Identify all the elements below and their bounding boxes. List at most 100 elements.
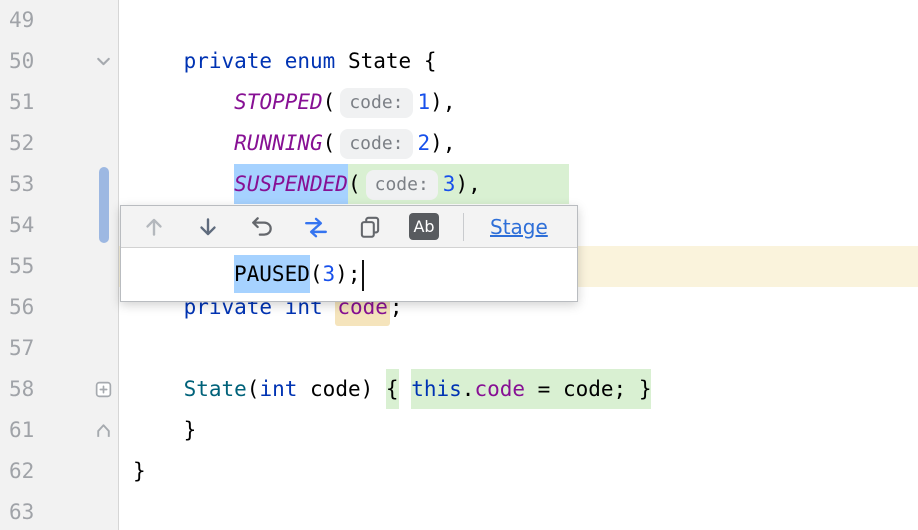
move-down-icon (195, 214, 221, 240)
line-number[interactable]: 51 (0, 82, 88, 123)
code-token (133, 131, 234, 155)
code-token: this.code = code; } (411, 369, 652, 409)
code-text: State(int code) { this.code = code; } (119, 369, 918, 410)
code-text (119, 492, 918, 530)
code-text: SUSPENDED(code:3), (119, 164, 918, 205)
line-number[interactable]: 50 (0, 41, 88, 82)
fold-plus-icon[interactable] (94, 380, 113, 399)
code-text: STOPPED(code:1), (119, 82, 918, 123)
code-line[interactable]: 63 (0, 492, 918, 530)
code-token: } (133, 459, 146, 483)
code-text: private enum State { (119, 41, 918, 82)
code-text: } (119, 451, 918, 492)
code-token: 3 (442, 172, 456, 196)
code-token: SUSPENDED (234, 164, 348, 204)
apply-changes-icon (303, 214, 329, 240)
move-up-button[interactable] (137, 211, 171, 243)
code-token: ), (430, 131, 456, 155)
code-token: int (259, 377, 298, 401)
code-line[interactable]: 57 (0, 328, 918, 369)
toolbar-separator (463, 212, 464, 241)
code-token: { (385, 377, 399, 401)
code-token (133, 49, 184, 73)
code-line[interactable]: 58 State(int code) { this.code = code; } (0, 369, 918, 410)
gutter-cell (88, 82, 119, 123)
move-down-button[interactable] (191, 211, 225, 243)
code-token: ( (347, 172, 361, 196)
gutter-cell (88, 369, 119, 410)
code-token: = code; } (525, 377, 652, 401)
line-number[interactable]: 58 (0, 369, 88, 410)
code-text (119, 328, 918, 369)
line-number[interactable]: 63 (0, 492, 88, 530)
apply-changes-button[interactable] (299, 211, 333, 243)
code-line[interactable]: 49 (0, 0, 918, 41)
code-line[interactable]: 62} (0, 451, 918, 492)
code-line[interactable]: 52 RUNNING(code:2), (0, 123, 918, 164)
code-token: code) (297, 377, 386, 401)
line-number[interactable]: 55 (0, 246, 88, 287)
gutter-cell (88, 410, 119, 451)
code-token: State { (335, 49, 437, 73)
copy-button[interactable] (353, 211, 387, 243)
parameter-hint-chip: code: (340, 129, 413, 159)
code-text (119, 0, 918, 41)
undo-icon (249, 214, 275, 240)
code-token: (code:3), (347, 164, 570, 204)
line-number[interactable]: 56 (0, 287, 88, 328)
code-token: private (183, 49, 273, 73)
parameter-hint-chip: code: (365, 170, 438, 200)
move-up-icon (141, 214, 167, 240)
gutter-cell (88, 246, 119, 287)
fold-end-icon[interactable] (94, 421, 113, 440)
code-token: 1 (417, 90, 431, 114)
code-line[interactable]: 53 SUSPENDED(code:3), (0, 164, 918, 205)
code-text: } (119, 410, 918, 451)
code-token: ( (246, 377, 260, 401)
code-token (133, 377, 184, 401)
gutter-cell (88, 492, 119, 530)
code-token: ( (322, 90, 336, 114)
code-token: ); (335, 262, 361, 286)
code-token (133, 172, 234, 196)
popup-code-line[interactable]: PAUSED(3); (121, 248, 577, 301)
code-token: } (133, 418, 197, 442)
gutter-cell (88, 328, 119, 369)
code-text: RUNNING(code:2), (119, 123, 918, 164)
gutter-cell (88, 451, 119, 492)
changed-lines-marker[interactable] (99, 167, 109, 243)
code-token: RUNNING (234, 131, 323, 155)
line-number[interactable]: 57 (0, 328, 88, 369)
popup-toolbar: Ab Stage (121, 206, 577, 248)
code-line[interactable]: 51 STOPPED(code:1), (0, 82, 918, 123)
line-number[interactable]: 49 (0, 0, 88, 41)
line-number[interactable]: 52 (0, 123, 88, 164)
code-line[interactable]: 50 private enum State { (0, 41, 918, 82)
code-token: ( (309, 262, 323, 286)
code-token: ), (455, 172, 481, 196)
fold-start-icon[interactable] (94, 52, 113, 71)
line-number[interactable]: 61 (0, 410, 88, 451)
line-number[interactable]: 53 (0, 164, 88, 205)
gutter-cell (88, 0, 119, 41)
code-line[interactable]: 61 } (0, 410, 918, 451)
stage-link[interactable]: Stage (490, 214, 548, 239)
line-number[interactable]: 62 (0, 451, 88, 492)
code-token: PAUSED (234, 255, 310, 293)
copy-icon (357, 214, 383, 240)
inline-diff-popup: Ab Stage PAUSED(3); (120, 205, 578, 302)
text-caret (362, 259, 365, 291)
parameter-hint-chip: code: (340, 88, 413, 118)
code-token: 2 (417, 131, 431, 155)
undo-button[interactable] (245, 211, 279, 243)
code-token: code (474, 377, 526, 401)
code-token: State (183, 377, 247, 401)
code-token: ( (322, 131, 336, 155)
match-case-button[interactable]: Ab (407, 211, 441, 243)
code-token: STOPPED (234, 90, 323, 114)
code-token (399, 377, 412, 401)
code-token (481, 172, 570, 196)
gutter-cell (88, 123, 119, 164)
line-number[interactable]: 54 (0, 205, 88, 246)
